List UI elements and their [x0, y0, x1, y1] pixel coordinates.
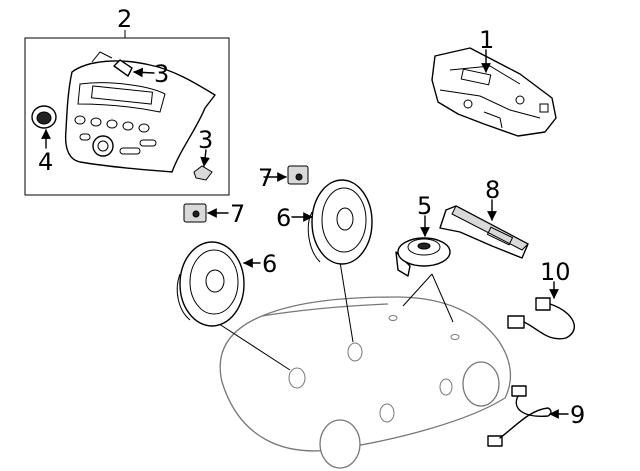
panel-buttons — [74, 115, 157, 155]
audio-unit — [431, 47, 557, 137]
callout-7-upper: 7 — [258, 164, 273, 192]
callout-6-front: 6 — [262, 250, 277, 278]
callout-4: 4 — [38, 148, 53, 176]
callout-10: 10 — [540, 258, 571, 286]
speaker-rear — [307, 179, 373, 265]
callout-3-lower: 3 — [198, 126, 213, 154]
cable-10 — [507, 297, 575, 340]
callout-2: 2 — [117, 5, 132, 33]
radio-panel-box — [24, 30, 230, 196]
clip-7-upper — [287, 165, 309, 185]
callout-6-rear: 6 — [276, 204, 291, 232]
callout-arrows — [41, 49, 569, 419]
clip-7-lower — [183, 203, 207, 223]
speaker-front — [176, 241, 245, 327]
clip-upper — [113, 59, 133, 77]
callout-3-upper: 3 — [154, 60, 169, 88]
antenna-module — [439, 205, 529, 259]
callout-5: 5 — [417, 192, 432, 220]
knob — [31, 105, 57, 129]
callout-9: 9 — [570, 401, 585, 429]
callout-8: 8 — [485, 176, 500, 204]
callout-1: 1 — [479, 26, 494, 54]
callout-labels: 1 2 3 3 4 5 6 6 7 7 8 9 10 — [38, 5, 585, 429]
tweeter — [395, 237, 451, 277]
vehicle-outline — [219, 296, 512, 469]
callout-7-lower: 7 — [230, 200, 245, 228]
clip-lower — [193, 165, 213, 181]
leader-lines — [212, 261, 454, 371]
